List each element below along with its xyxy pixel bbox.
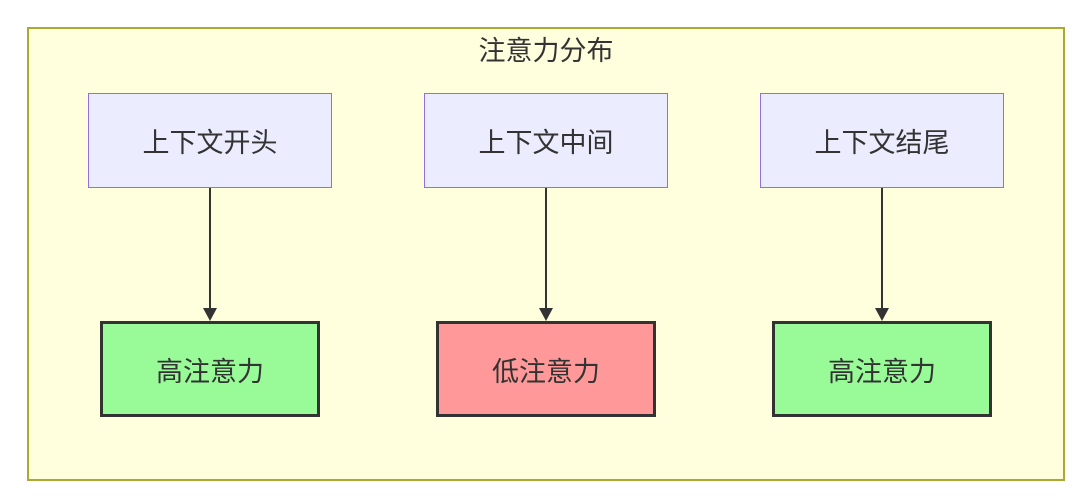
node-high-attention-1-label: 高注意力 xyxy=(156,356,264,387)
node-high-attention-2-label: 高注意力 xyxy=(828,356,936,387)
arrow-down-icon xyxy=(875,188,889,321)
node-low-attention: 低注意力 xyxy=(436,321,656,417)
flow-column-end: 上下文结尾 高注意力 xyxy=(760,93,1004,417)
attention-distribution-group: 注意力分布 上下文开头 高注意力 上下文中间 xyxy=(27,27,1065,481)
flow-column-middle: 上下文中间 低注意力 xyxy=(424,93,668,417)
node-context-end-label: 上下文结尾 xyxy=(814,128,950,158)
diagram-title: 注意力分布 xyxy=(478,36,614,66)
node-context-end: 上下文结尾 xyxy=(760,93,1004,188)
node-context-middle-label: 上下文中间 xyxy=(478,128,614,158)
arrow-down-icon xyxy=(203,188,217,321)
node-context-start-label: 上下文开头 xyxy=(142,128,278,158)
node-context-start: 上下文开头 xyxy=(88,93,332,188)
node-context-middle: 上下文中间 xyxy=(424,93,668,188)
flow-columns: 上下文开头 高注意力 上下文中间 xyxy=(29,93,1063,417)
node-high-attention-2: 高注意力 xyxy=(772,321,992,417)
flow-column-start: 上下文开头 高注意力 xyxy=(88,93,332,417)
node-high-attention-1: 高注意力 xyxy=(100,321,320,417)
node-low-attention-label: 低注意力 xyxy=(492,356,600,387)
arrow-down-icon xyxy=(539,188,553,321)
